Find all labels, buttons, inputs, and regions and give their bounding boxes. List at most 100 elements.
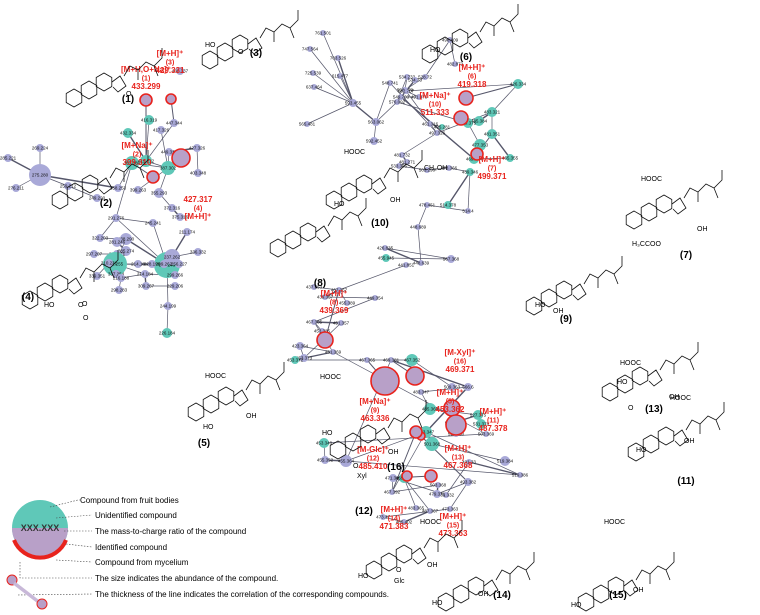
node-mz-label: 478.366 [441, 166, 458, 171]
ion-label-line: 439.369 [320, 306, 349, 315]
network-edge [99, 217, 117, 239]
ion-label-line: [M+Na]⁺ [359, 397, 390, 406]
compound-number: (12) [355, 506, 373, 517]
network-node [310, 70, 316, 76]
compound-structure [51, 150, 149, 210]
node-mz-label: 281.246 [109, 240, 126, 245]
ion-label-line: (10) [429, 102, 441, 109]
network-edge [345, 460, 521, 476]
o-label-1: O [126, 91, 132, 98]
network-node [476, 419, 486, 429]
node-mz-label: 269.224 [32, 146, 49, 151]
network-node [444, 201, 452, 209]
node-mz-label: 214.184 [137, 272, 154, 277]
compound-structure [421, 4, 519, 64]
glc-label-12: Glc [394, 578, 405, 585]
network-node [307, 46, 313, 52]
network-node [161, 161, 175, 175]
network-edge [405, 83, 519, 92]
node-mz-label: 499.375 [460, 121, 477, 126]
network-node [483, 431, 489, 437]
node-mz-label: 437.353 [306, 285, 323, 290]
ion-label-line: 473.363 [439, 529, 468, 538]
network-edge [449, 481, 469, 510]
node-mz-label: 465.355 [502, 156, 519, 161]
node-mz-label: 549.703 [393, 95, 410, 100]
network-node [321, 456, 329, 464]
node-mz-label: 455.945 [378, 256, 395, 261]
ion-label-line: (14) [388, 516, 400, 523]
node-mz-label: 491.376 [411, 95, 428, 100]
substituent-labels: HOOC HO OH CH₂OH HOOC H₃CCOO OH HOOC HO … [44, 42, 708, 609]
ion-label-line: [M+H]⁺ [157, 49, 184, 58]
network-edge [417, 226, 422, 264]
node-mz-label: 439.346 [462, 170, 479, 175]
node-mz-label: 481.732 [394, 153, 411, 158]
network-node [112, 214, 120, 222]
node-mz-label: 482.872 [447, 62, 464, 67]
network-node [416, 94, 422, 100]
node-mz-label: 483.365 [408, 506, 425, 511]
ion-label-line: (2) [133, 152, 142, 159]
ho-label-9: HO [535, 302, 546, 309]
node-mz-label: 481.332 [438, 493, 455, 498]
node-mz-label: 415.212 [138, 159, 155, 164]
ion-label-line: [M+H,O+Na]⁺ [121, 65, 171, 74]
node-mz-label: 237.262 [164, 255, 181, 260]
node-mz-label: 567.368 [443, 257, 460, 262]
network-edge [39, 174, 119, 189]
node-mz-label: 485.384 [471, 119, 488, 124]
network-node [506, 154, 514, 162]
node-mz-label: 481.271 [399, 160, 416, 165]
node-mz-label: 453.373 [296, 356, 313, 361]
compound-number: (15) [609, 590, 627, 601]
network-edge [445, 461, 470, 496]
network-edge [447, 171, 471, 206]
identified-node [453, 110, 469, 126]
node-mz-label: 259.212 [60, 184, 77, 189]
node-mz-label: 355.293 [151, 191, 168, 196]
network-edge [312, 72, 354, 104]
node-mz-label: 447.344 [166, 121, 183, 126]
node-mz-label: 485.402 [396, 520, 413, 525]
network-node [447, 506, 453, 512]
ion-label-line: (3) [166, 60, 175, 67]
node-mz-label: 615.477 [332, 74, 349, 79]
network-node [4, 154, 12, 162]
node-mz-label: 478.451 [419, 203, 436, 208]
network-edge [417, 204, 428, 228]
network-node [311, 319, 317, 325]
network-node [422, 74, 428, 80]
node-mz-label: 358.253 [110, 186, 127, 191]
node-mz-label: 430.337 [172, 69, 189, 74]
network-edge [391, 484, 439, 493]
node-mz-label: 637.464 [306, 85, 323, 90]
network-edge [322, 32, 354, 104]
ion-label-line: 463.336 [361, 414, 390, 423]
node-mz-label: 487.367 [422, 509, 439, 514]
node-mz-label: 483.321 [484, 110, 501, 115]
ion-label-line: 419.318 [458, 80, 487, 89]
network-node [464, 383, 472, 391]
network-node [157, 126, 165, 134]
acid-label-5: HOOC [205, 373, 226, 380]
network-node [380, 514, 386, 520]
network-node [434, 130, 440, 136]
node-mz-label: 275.280 [32, 173, 49, 178]
node-mz-label: 451.369 [325, 350, 342, 355]
node-mz-label: 449.327 [161, 150, 178, 155]
compound-structure [627, 402, 725, 462]
node-mz-label: 451.357 [333, 321, 350, 326]
network-node [427, 508, 433, 514]
network-node [90, 250, 98, 258]
network-node [320, 30, 326, 36]
network-edge [352, 102, 377, 123]
acid-label-10: HOOC [344, 149, 365, 156]
network-node [319, 438, 329, 448]
network-edge [115, 162, 133, 219]
network-node [500, 456, 510, 466]
identified-node [401, 470, 413, 482]
node-mz-label: 244.199 [160, 304, 177, 309]
node-mz-label: 703.526 [330, 56, 347, 61]
